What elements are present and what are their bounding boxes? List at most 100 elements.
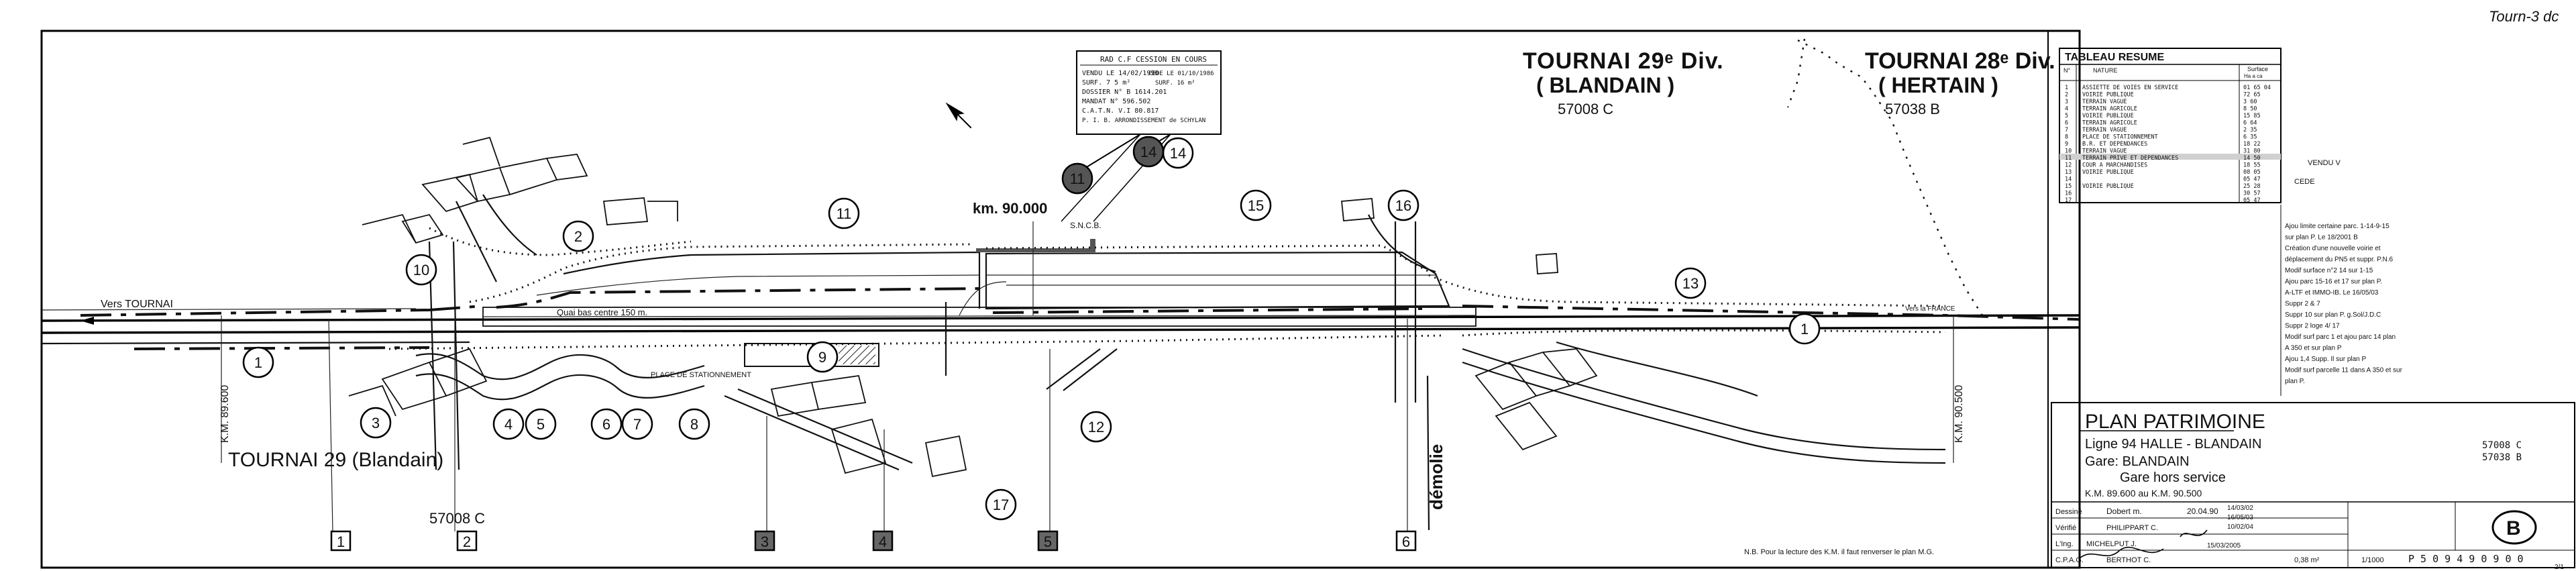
summary-col-surface: Surface xyxy=(2247,66,2268,72)
sheet-reference-number: 3 xyxy=(761,533,769,550)
nb-note: N.B. Pour la lecture des K.M. il faut re… xyxy=(1744,548,1934,556)
road-crossing-left-2 xyxy=(452,241,460,470)
parcel-marker: 2 xyxy=(562,220,594,252)
platform-line xyxy=(482,315,1477,317)
summary-row-label: VOIRIE PUBLIQUE xyxy=(2082,92,2134,99)
modification-note: sur plan P. Le 18/2001 B xyxy=(2285,234,2358,242)
plan-code-2: 57038 B xyxy=(2482,452,2522,463)
cession-right-2: SURF. 16 m² xyxy=(1155,80,1195,87)
road-kursgat xyxy=(724,395,900,471)
track-side-1 xyxy=(41,341,470,345)
sheet-reference-number: 1 xyxy=(337,533,345,550)
parcel-marker: 5 xyxy=(525,408,557,440)
cpag-name: BERTHOT C. xyxy=(2106,556,2151,564)
summary-row-number: 4 xyxy=(2065,106,2068,113)
boundary-upper-2 xyxy=(496,287,980,309)
ing-date-2: 16/05/03 xyxy=(2227,514,2253,521)
modification-note: Suppr 2 & 7 xyxy=(2285,301,2320,308)
summary-row-value: 25 28 xyxy=(2243,183,2261,190)
modification-note: A-LTF et IMMO-IB. Le 16/05/03 xyxy=(2285,289,2379,297)
railway-logo-icon: B xyxy=(2491,510,2537,545)
cession-line-6: P. I. B. ARRONDISSEMENT de SCHYLAN xyxy=(1082,117,1205,124)
side-note-cede: CEDE xyxy=(2294,178,2315,186)
summary-row-number: 13 xyxy=(2065,169,2072,176)
summary-highlight-row xyxy=(2059,154,2281,160)
summary-row-number: 6 xyxy=(2065,120,2068,127)
parcel-number: 1 xyxy=(1801,321,1809,338)
summary-col-units: Ha a ca xyxy=(2244,73,2263,79)
dessine-name: Dobert m. xyxy=(2106,507,2142,516)
sheet-reference-number: 6 xyxy=(1402,533,1410,550)
bottom-date: 15/03/2005 xyxy=(2207,542,2241,550)
ing-label: L'Ing. xyxy=(2055,540,2074,548)
parcel-marker: 16 xyxy=(1387,189,1419,221)
parcel-number: 10 xyxy=(413,262,429,278)
modification-note: Création d'une nouvelle voirie et xyxy=(2285,245,2381,252)
parcel-marker: 11 xyxy=(1061,162,1093,195)
summary-row: 14 05 47 xyxy=(2065,176,2261,183)
curved-road xyxy=(415,353,705,380)
km-90-label: km. 90.000 xyxy=(973,200,1047,217)
access-road-2 xyxy=(455,201,497,282)
sheet-reference-number: 4 xyxy=(879,533,887,550)
summary-row-number: 14 xyxy=(2065,176,2072,183)
parcel-number: 7 xyxy=(633,416,641,433)
summary-row-value: 18 55 xyxy=(2243,162,2261,169)
parcel-number: 14 xyxy=(1170,145,1186,162)
parcel-marker: 12 xyxy=(1080,411,1112,443)
parcel-marker: 8 xyxy=(678,408,710,440)
modification-note: déplacement du PN5 et suppr. P.N.6 xyxy=(2285,256,2393,264)
tournai-29-label: TOURNAI 29 (Blandain) xyxy=(228,449,443,471)
modification-note: Modif surf parc 1 et ajou parc 14 plan xyxy=(2285,333,2396,341)
summary-row-label: TERRAIN VAGUE xyxy=(2082,148,2127,155)
sheet-reference-box: 2 xyxy=(456,530,478,552)
summary-row-label: TERRAIN PRIVE ET DEPENDANCES xyxy=(2082,155,2178,162)
plan-scale: 1/1000 xyxy=(2361,556,2384,564)
tournai-29-code: 57008 C xyxy=(429,510,485,527)
sheet-format: 0,38 m² xyxy=(2294,556,2320,564)
summary-row-label: TERRAIN VAGUE xyxy=(2082,127,2127,134)
north-arrow-icon xyxy=(945,102,972,129)
summary-row-label: TERRAIN AGRICOLE xyxy=(2082,120,2137,127)
verifie-label: Vérifié xyxy=(2055,524,2076,532)
cession-box: RAD C.F CESSION EN COURS VENDU LE 14/02/… xyxy=(1076,50,1222,135)
parcel-marker: 17 xyxy=(985,488,1017,521)
road-diag-2 xyxy=(1063,348,1118,391)
modification-note: Ajou parc 15-16 et 17 sur plan P. xyxy=(2285,278,2382,286)
modification-note: Ajou limite certaine parc. 1-14-9-15 xyxy=(2285,223,2390,230)
vers-france-label: Vers la FRANCE xyxy=(1905,305,1955,313)
modification-note: Modif surf parcelle 11 dans A 350 et sur xyxy=(2285,367,2403,374)
plan-gare-status: Gare hors service xyxy=(2120,470,2226,485)
cession-line-4: MANDAT N° 596.502 xyxy=(1082,98,1150,105)
summary-row-value: 18 22 xyxy=(2243,141,2261,148)
sheet-suffix: 2/1 xyxy=(2555,564,2564,571)
parcel-marker: 1 xyxy=(242,346,274,378)
summary-row-number: 10 xyxy=(2065,148,2072,155)
summary-row-label: COUR A MARCHANDISES xyxy=(2082,162,2147,169)
parcel-number: 16 xyxy=(1395,197,1411,214)
summary-row-value: 05 47 xyxy=(2243,197,2261,204)
demolie-pole xyxy=(1426,375,1430,531)
parcel-marker: 6 xyxy=(590,408,623,440)
summary-row-value: 01 65 04 xyxy=(2243,85,2271,91)
summary-row-value: 05 47 xyxy=(2243,176,2261,183)
summary-row-value: 8 50 xyxy=(2243,106,2257,113)
road-right-lower xyxy=(1556,341,1758,397)
ing-name: MICHELPUT J. xyxy=(2086,540,2137,548)
summary-row-value: 72 65 xyxy=(2243,92,2261,99)
plan-km-range: K.M. 89.600 au K.M. 90.500 xyxy=(2085,488,2202,499)
summary-row-number: 16 xyxy=(2065,191,2072,197)
summary-row-number: 9 xyxy=(2065,141,2068,148)
division-29-sub: ( BLANDAIN ) xyxy=(1536,73,1674,97)
curved-road-2 xyxy=(415,373,705,401)
cpag-label: C.P.A.G. xyxy=(2055,556,2084,564)
signature-scribble xyxy=(2180,529,2208,537)
modification-note: Suppr 2 loge 4/ 17 xyxy=(2285,323,2340,330)
parcel-number: 3 xyxy=(372,415,380,431)
